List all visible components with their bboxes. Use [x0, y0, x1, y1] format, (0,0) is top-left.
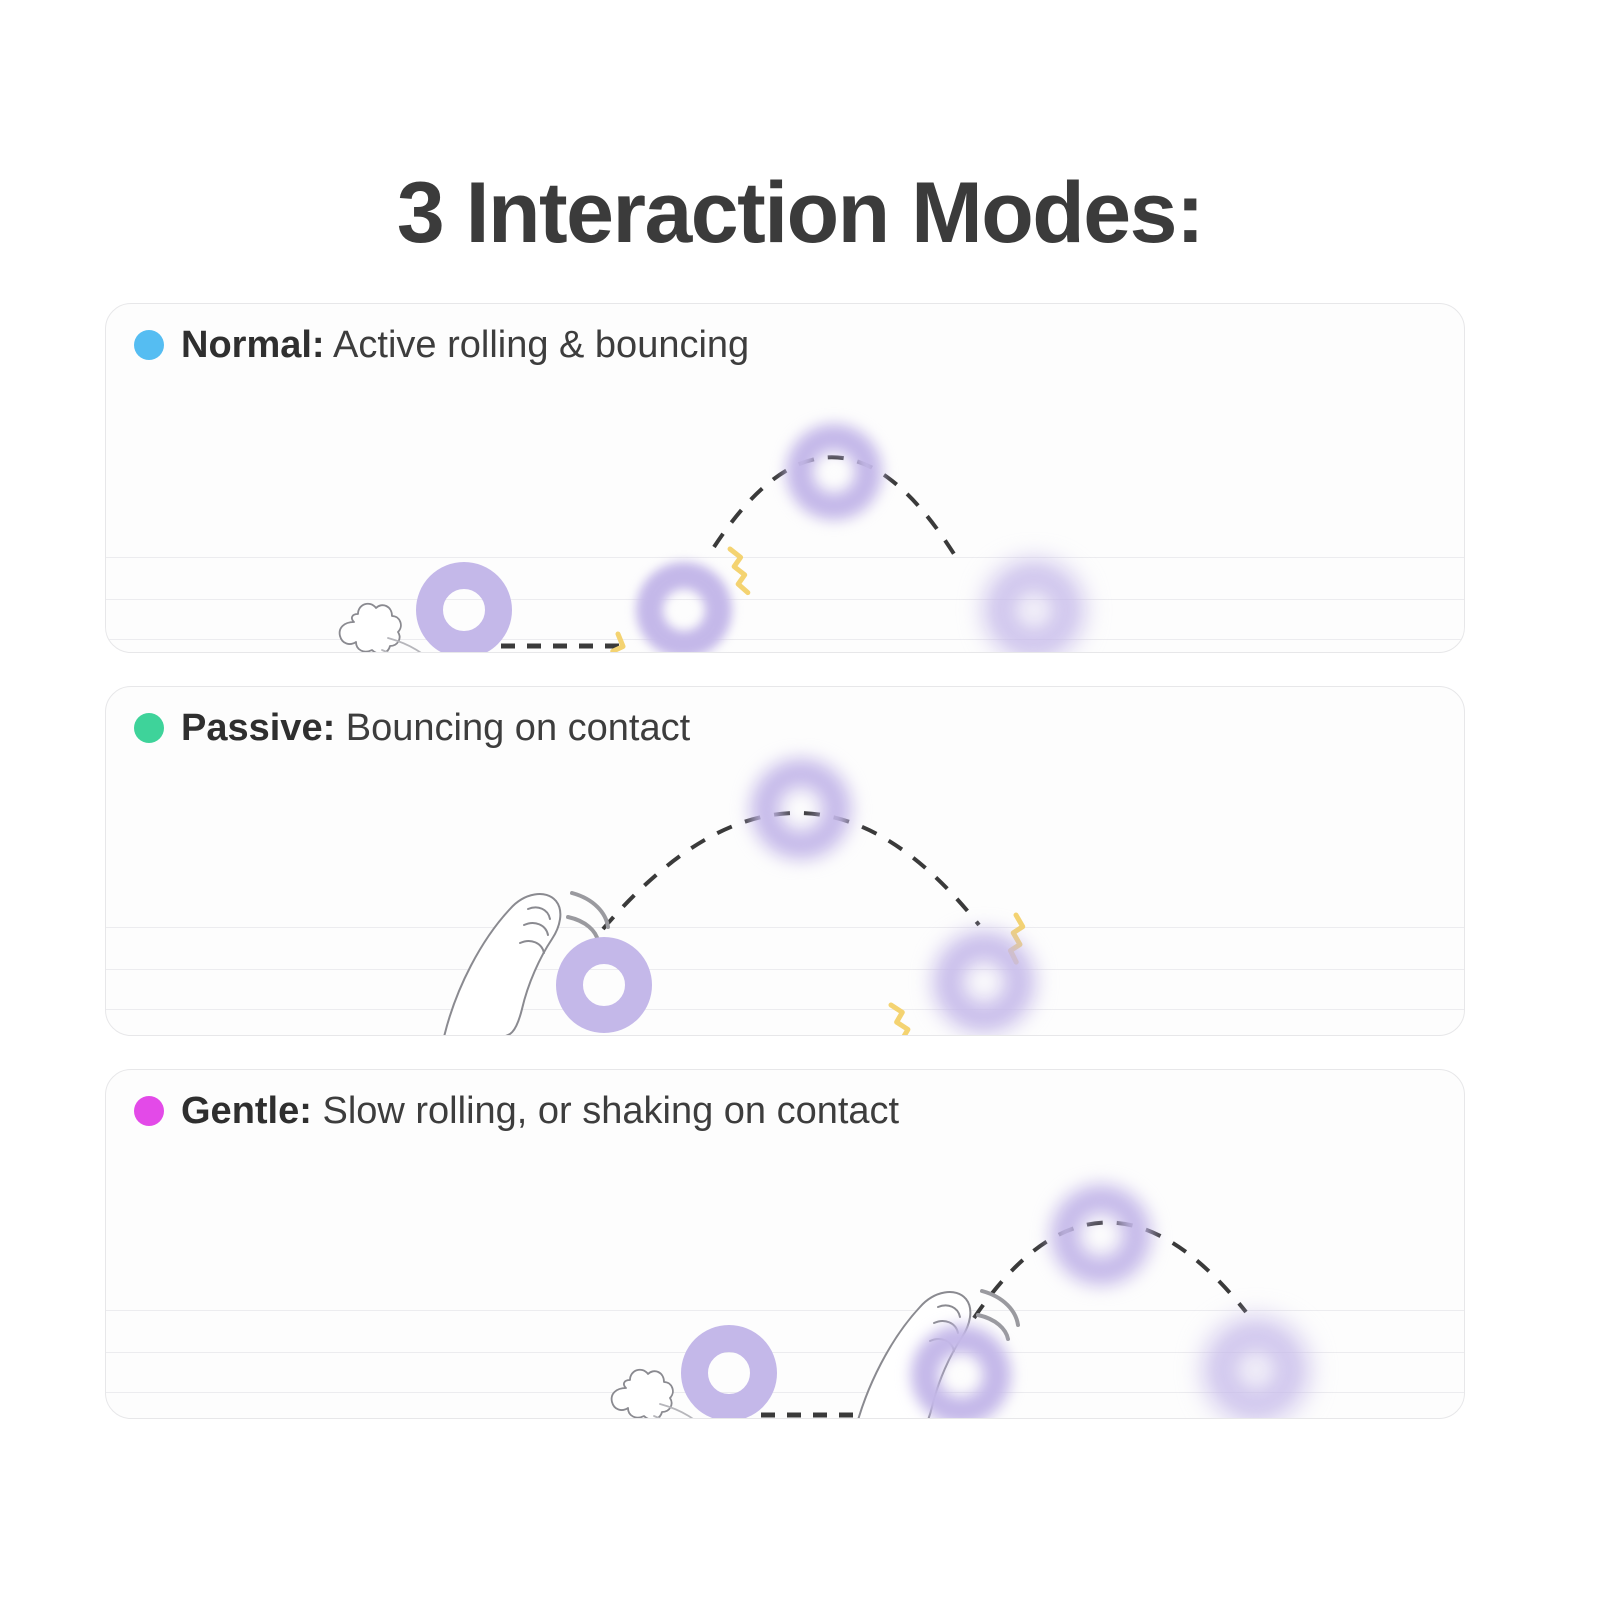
dust-cloud-outline — [610, 1368, 674, 1418]
ball-ring — [1206, 1320, 1306, 1418]
spark-zigzag-1 — [605, 631, 626, 652]
mode-illustration-passive — [106, 687, 1464, 1035]
ball-ring — [751, 759, 851, 859]
guide-line-3 — [106, 1009, 1464, 1010]
mode-label-gentle: Gentle: Slow rolling, or shaking on cont… — [181, 1092, 899, 1130]
mode-card-gentle[interactable]: Gentle: Slow rolling, or shaking on cont… — [105, 1069, 1465, 1419]
ball-ring — [416, 562, 512, 652]
status-dot-icon-passive — [134, 713, 164, 743]
mode-description-normal: Active rolling & bouncing — [333, 324, 750, 366]
mode-label-passive: Passive: Bouncing on contact — [181, 709, 690, 747]
ball-ring — [986, 562, 1082, 652]
ball-ring — [911, 1325, 1011, 1418]
impact-spark-icon — [605, 631, 626, 652]
toy-ball-4 — [1206, 1320, 1306, 1418]
mode-label-normal: Normal: Active rolling & bouncing — [181, 326, 749, 364]
toy-ball-3 — [786, 424, 882, 520]
guide-line-1 — [106, 927, 1464, 928]
toy-ball-2 — [911, 1325, 1011, 1418]
mode-description-gentle: Slow rolling, or shaking on contact — [322, 1090, 900, 1132]
page-title: 3 Interaction Modes: — [396, 164, 1205, 261]
paw-toe-2 — [523, 922, 549, 936]
speed-line-1 — [387, 637, 422, 652]
spark-zigzag-2 — [727, 546, 751, 596]
speed-line-1 — [659, 1403, 694, 1418]
toy-ball-3 — [1051, 1185, 1151, 1285]
mode-header-normal: Normal: Active rolling & bouncing — [128, 326, 749, 364]
guide-line-2 — [106, 969, 1464, 970]
dust-puff-icon — [610, 1368, 694, 1418]
ball-ring — [1051, 1185, 1151, 1285]
guide-line-1 — [106, 557, 1464, 558]
mode-description-passive: Bouncing on contact — [345, 707, 691, 749]
ball-ring — [934, 932, 1034, 1032]
mode-card-passive[interactable]: Passive: Bouncing on contact — [105, 686, 1465, 1036]
trajectory-arc — [972, 1220, 1248, 1320]
mode-header-passive: Passive: Bouncing on contact — [128, 709, 690, 747]
toy-ball-1 — [416, 562, 512, 652]
status-dot-icon-normal — [134, 330, 164, 360]
cat-paw-icon — [443, 891, 610, 1035]
guide-line-1 — [106, 1310, 1464, 1311]
mode-name-gentle: Gentle: — [181, 1090, 312, 1132]
paw-toe-1 — [527, 906, 551, 920]
guide-line-2 — [106, 1352, 1464, 1353]
dust-cloud-outline — [338, 602, 402, 652]
toy-ball-1 — [556, 937, 652, 1033]
ball-ring — [786, 424, 882, 520]
guide-line-2 — [106, 599, 1464, 600]
guide-line-3 — [106, 1392, 1464, 1393]
motion-arc-2 — [976, 1313, 1010, 1341]
illustration-svg — [443, 811, 1026, 1035]
guide-line-3 — [106, 639, 1464, 640]
status-dot-icon-gentle — [134, 1096, 164, 1126]
toy-ball-1 — [681, 1325, 777, 1418]
dust-puff-icon — [338, 602, 422, 652]
mode-name-passive: Passive: — [181, 707, 336, 749]
ball-ring — [636, 562, 732, 652]
spark-zigzag-2 — [888, 1002, 916, 1035]
motion-arc-1 — [570, 891, 610, 929]
toy-ball-3 — [934, 932, 1034, 1032]
toy-ball-2 — [751, 759, 851, 859]
paw-toe-1 — [937, 1304, 961, 1318]
mode-header-gentle: Gentle: Slow rolling, or shaking on cont… — [128, 1092, 899, 1130]
paw-toe-3 — [519, 940, 545, 954]
motion-arc-1 — [980, 1289, 1020, 1327]
toy-ball-4 — [986, 562, 1082, 652]
ball-ring — [681, 1325, 777, 1418]
ball-ring — [556, 937, 652, 1033]
impact-spark-icon — [888, 1002, 916, 1035]
toy-ball-2 — [636, 562, 732, 652]
mode-card-normal[interactable]: Normal: Active rolling & bouncing — [105, 303, 1465, 653]
paw-outline — [443, 893, 562, 1035]
mode-name-normal: Normal: — [181, 324, 325, 366]
impact-spark-icon — [727, 546, 751, 596]
